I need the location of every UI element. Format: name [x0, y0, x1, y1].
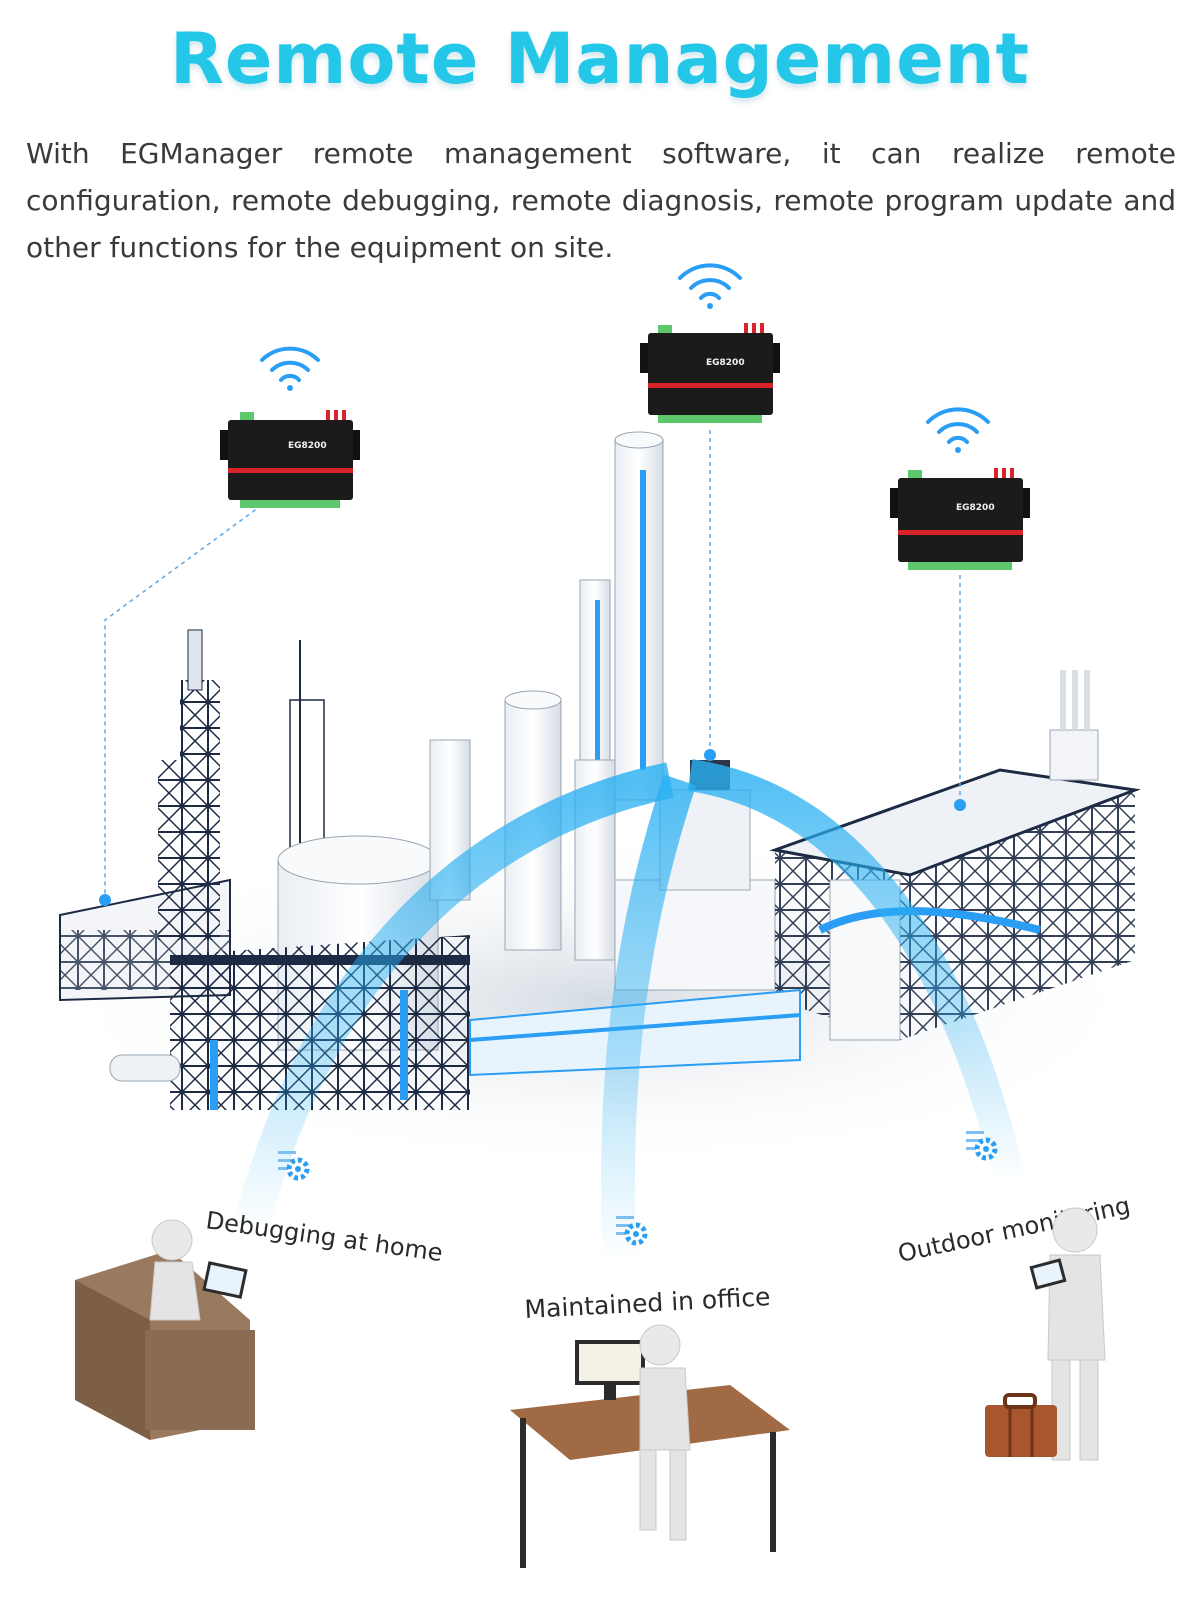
gateway-device: EG8200 [640, 323, 780, 423]
wifi-icon [678, 263, 742, 309]
wifi-icon [260, 346, 320, 391]
gateway-device: EG8200 [220, 410, 360, 508]
scenario-label-home: Debugging at home [204, 1206, 444, 1267]
gear-icon [966, 1131, 998, 1161]
device-model-label: EG8200 [956, 503, 995, 513]
person-office-illustration [510, 1324, 790, 1568]
connection-lines [104, 430, 961, 900]
person-home-illustration [75, 1219, 255, 1440]
node-dot [99, 894, 111, 906]
page-title: Remote Management [170, 18, 1030, 100]
device-model-label: EG8200 [706, 358, 745, 368]
person-outdoor-illustration [985, 1207, 1106, 1461]
device-model-label: EG8200 [288, 441, 327, 451]
gear-icon [278, 1151, 310, 1181]
node-dot [954, 799, 966, 811]
description-text: With EGManager remote management softwar… [26, 137, 1176, 264]
signal-beams [232, 759, 1026, 1261]
gear-icon [616, 1216, 648, 1246]
wifi-icon [926, 407, 990, 453]
scenario-label-office: Maintained in office [524, 1282, 771, 1324]
gateway-device: EG8200 [890, 468, 1030, 570]
node-dot [704, 749, 716, 761]
